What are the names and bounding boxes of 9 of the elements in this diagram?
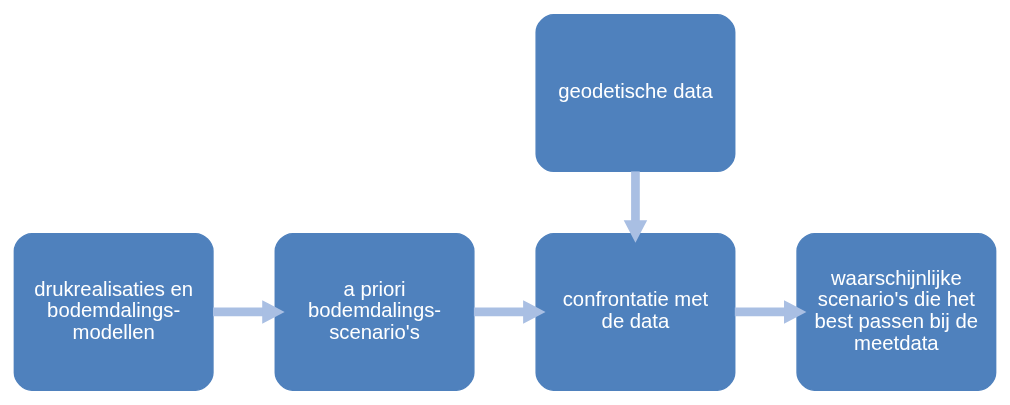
node-box: waarschijnlijke scenario's die het best passen bij de meetdata — [796, 232, 997, 391]
node-box: confrontatie met de data — [535, 232, 736, 391]
node-box: geodetische data — [535, 14, 736, 173]
node-box: a priori bodemdalings- scenario's — [274, 232, 475, 391]
arrow — [473, 300, 546, 324]
arrow — [213, 300, 285, 324]
node-box: drukrealisaties en bodemdalings- modellen — [13, 232, 214, 391]
arrow — [623, 171, 648, 243]
arrow — [734, 300, 807, 324]
